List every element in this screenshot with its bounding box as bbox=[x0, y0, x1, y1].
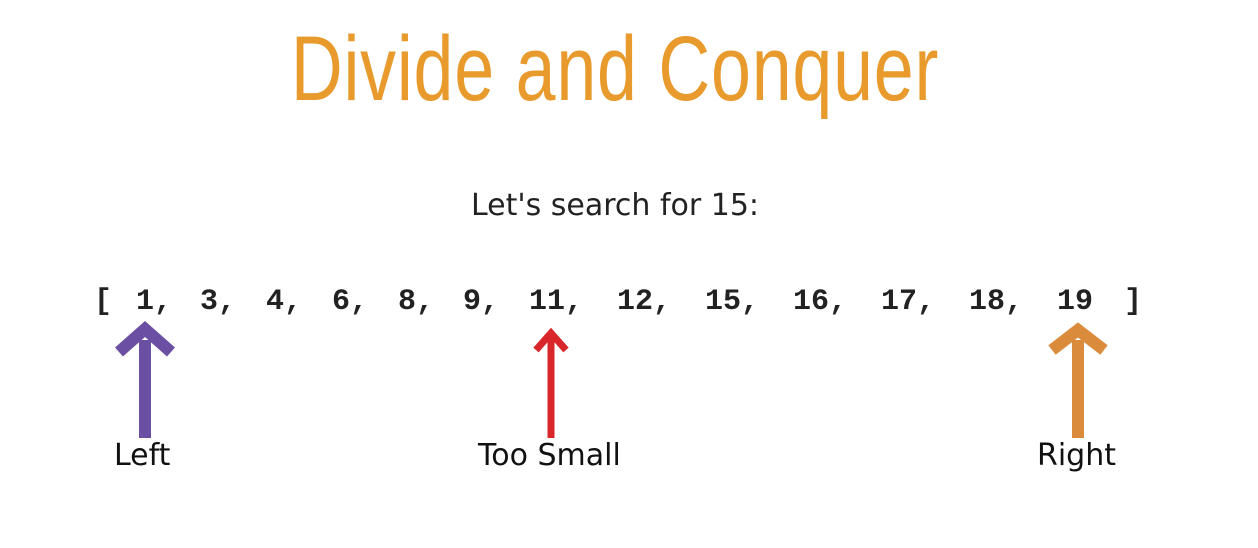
array-item: 6, bbox=[332, 285, 369, 319]
right-pointer-arrow bbox=[1048, 322, 1108, 438]
array-item: 1, bbox=[136, 285, 173, 319]
array-item: 9, bbox=[463, 285, 500, 319]
array-close-bracket: ] bbox=[1124, 285, 1143, 319]
array-item: 3, bbox=[200, 285, 237, 319]
array-item: 17, bbox=[881, 285, 936, 319]
array-item: 12, bbox=[617, 285, 672, 319]
search-prompt: Let's search for 15: bbox=[470, 188, 760, 223]
array-item: 4, bbox=[266, 285, 303, 319]
array-item: 15, bbox=[705, 285, 760, 319]
left-pointer-arrow bbox=[115, 320, 175, 438]
slide-title: Divide and Conquer bbox=[290, 18, 940, 120]
array-item: 16, bbox=[793, 285, 848, 319]
right-pointer-label: Right bbox=[1037, 438, 1116, 473]
array-item: 19 bbox=[1057, 285, 1094, 319]
middle-pointer-label: Too Small bbox=[478, 438, 621, 473]
left-pointer-label: Left bbox=[114, 438, 171, 473]
array-item: 11, bbox=[529, 285, 584, 319]
array-item: 8, bbox=[398, 285, 435, 319]
sorted-array: [ 1, 3, 4, 6, 8, 9, 11, 12, 15, 16, 17, … bbox=[0, 282, 1258, 322]
array-item: 18, bbox=[969, 285, 1024, 319]
array-open-bracket: [ bbox=[94, 285, 113, 319]
middle-pointer-arrow bbox=[533, 327, 569, 438]
